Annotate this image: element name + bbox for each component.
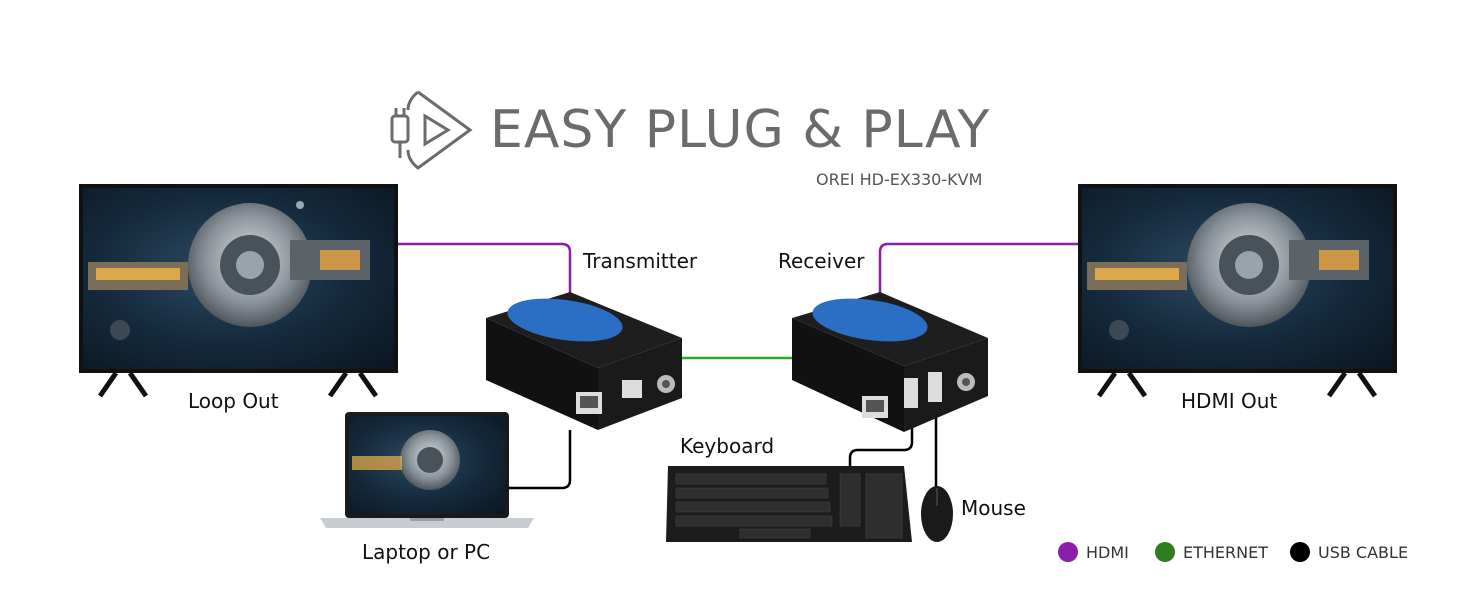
- legend-usb-dot: [1290, 542, 1310, 562]
- legend-usb-label: USB CABLE: [1318, 542, 1409, 562]
- hdmi-cable-loop: [398, 242, 572, 298]
- legend-hdmi-dot: [1058, 542, 1078, 562]
- legend-ethernet-label: ETHERNET: [1183, 542, 1268, 562]
- label-receiver: Receiver: [778, 249, 865, 273]
- tv-loop-out: [79, 184, 398, 398]
- legend-hdmi-label: HDMI: [1086, 542, 1129, 562]
- keyboard: [666, 466, 912, 542]
- transmitter-device: [486, 292, 682, 430]
- usb-cable-keyboard: [848, 412, 914, 468]
- page-title: EASY PLUG & PLAY: [490, 100, 991, 160]
- receiver-device: [792, 292, 988, 432]
- label-transmitter: Transmitter: [583, 249, 698, 273]
- hdmi-cable-out: [878, 242, 1078, 298]
- tv-hdmi-out: [1078, 184, 1397, 398]
- legend-hdmi: HDMI: [1058, 542, 1129, 562]
- mouse: [921, 486, 953, 542]
- label-laptop: Laptop or PC: [362, 540, 491, 564]
- label-keyboard: Keyboard: [680, 434, 775, 458]
- label-loop-out: Loop Out: [188, 389, 279, 413]
- laptop: [320, 412, 534, 528]
- legend-usb: USB CABLE: [1290, 542, 1408, 562]
- label-hdmi-out: HDMI Out: [1181, 389, 1278, 413]
- legend-ethernet: ETHERNET: [1155, 542, 1268, 562]
- plug-play-logo-icon: [390, 90, 473, 170]
- model-name: OREI HD-EX330-KVM: [816, 170, 983, 189]
- legend-ethernet-dot: [1155, 542, 1175, 562]
- usb-cable-laptop: [508, 430, 572, 490]
- label-mouse: Mouse: [961, 496, 1026, 520]
